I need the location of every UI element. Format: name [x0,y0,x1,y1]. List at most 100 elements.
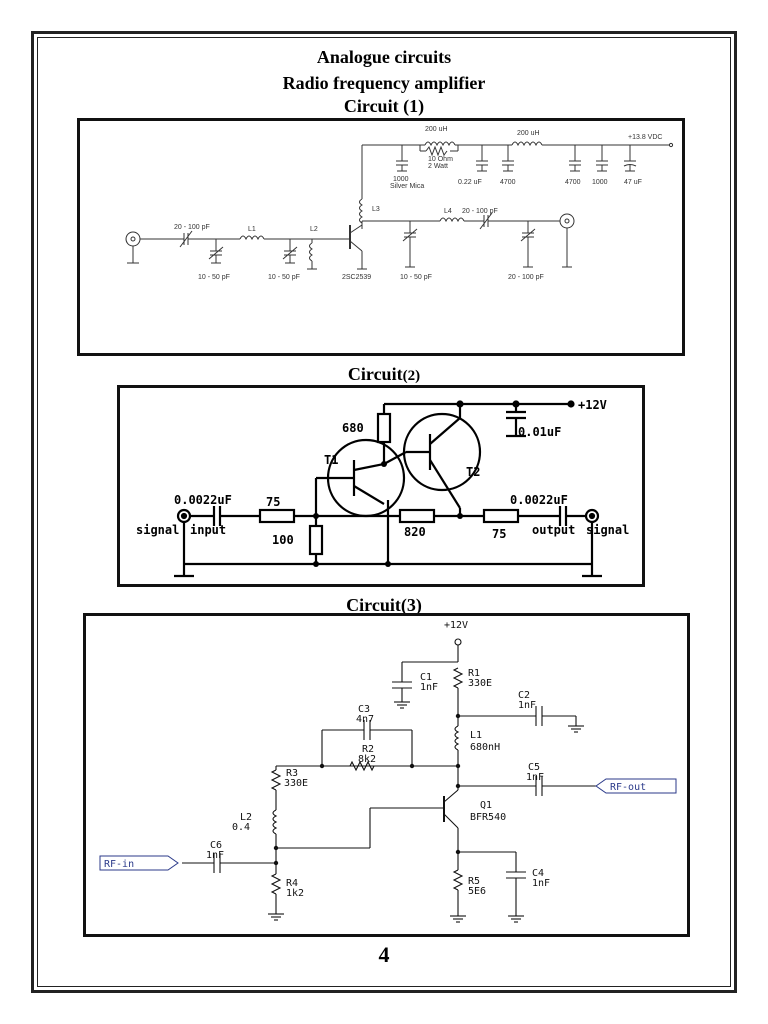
label-r4: R4 [286,878,298,889]
label-2-watt: 2 Watt [428,163,448,170]
label-output: output [532,523,575,537]
label-l1: L1 [470,730,482,741]
label-l4: L4 [444,208,452,215]
label-c2-value: 1nF [518,700,536,711]
label-trim-10-50-c: 10 - 50 pF [400,274,432,281]
resistor-75-out [482,508,520,524]
circuit3-panel: +12V R1 330E C1 1nF C2 1nF C3 4n7 R2 8k2… [83,613,690,937]
label-signal-out: signal [586,523,629,537]
label-q1: Q1 [480,800,492,811]
page-number: 4 [378,942,390,967]
label-l2-value: 0.4 [232,822,250,833]
resistor-820 [398,508,436,524]
label-c001uf: 0.01uF [518,425,561,439]
circuit2-schematic: +12V 680 0.01uF T1 T2 0.0022uF 0.0022uF … [136,398,629,578]
label-c6-value: 1nF [206,850,224,861]
label-plus12v: +12V [578,398,607,412]
resistor-10ohm [425,145,448,157]
label-cap-4700-a: 4700 [500,179,516,186]
rf-in-port [99,855,179,871]
inductor-l3 [359,198,363,224]
label-r2-value: 8k2 [358,754,376,765]
label-trim-20-100-left: 20 - 100 pF [174,224,210,231]
label-r100: 100 [272,533,294,547]
label-t2: T2 [466,465,480,479]
circuit3-heading: Circuit(3) [346,595,422,615]
label-cap-1000-b: 1000 [592,179,608,186]
circuit3-schematic: +12V R1 330E C1 1nF C2 1nF C3 4n7 R2 8k2… [99,620,677,923]
label-c3: C3 [358,704,370,715]
label-cap-022uf: 0.22 uF [458,179,482,186]
circuit1-heading: Circuit (1) [343,96,425,116]
label-q1-value: BFR540 [470,812,506,823]
label-r75-in: 75 [266,495,280,509]
label-l3: L3 [372,206,380,213]
label-r820: 820 [404,525,426,539]
label-rf-out: RF-out [610,782,646,793]
inductor-l2 [272,809,278,835]
resistor-r1 [452,667,464,689]
label-trim-20-100-out: 20 - 100 pF [508,274,544,281]
label-2sc2539: 2SC2539 [342,274,371,281]
label-cap-47uf: 47 uF [624,179,642,186]
label-c5-value: 1nF [526,772,544,783]
inductor-l1 [454,725,460,751]
page-border-inner [37,37,731,987]
page-border-outer [31,31,737,993]
resistor-680 [376,412,392,444]
label-l1-value: 680nH [470,742,500,753]
label-r680: 680 [342,421,364,435]
label-c1-value: 1nF [420,682,438,693]
label-trim-20-100-right: 20 - 100 pF [462,208,498,215]
label-200uh-top: 200 uH [425,126,448,133]
label-c4-value: 1nF [532,878,550,889]
circuit1-panel: 200 uH 10 Ohm 2 Watt 200 uH +13.8 VDC 10… [77,118,685,356]
inductor-l1 [239,235,265,241]
label-cap-4700-b: 4700 [565,179,581,186]
rf-out-port [595,778,677,794]
resistor-r3 [270,769,282,791]
label-rf-in: RF-in [104,859,134,870]
label-13-8vdc: +13.8 VDC [628,134,662,141]
label-l2: L2 [310,226,318,233]
label-r75-out: 75 [492,527,506,541]
label-200uh-right: 200 uH [517,130,540,137]
label-r5: R5 [468,876,480,887]
label-trim-10-50-a: 10 - 50 pF [198,274,230,281]
label-r4-value: 1k2 [286,888,304,899]
label-c-in: 0.0022uF [174,493,232,507]
label-r1-value: 330E [468,678,492,689]
inductor-200uh-top [424,141,456,147]
resistor-r2 [349,760,375,772]
label-c6: C6 [210,840,222,851]
label-r1: R1 [468,668,480,679]
label-r5-value: 5E6 [468,886,486,897]
page-title: Analogue circuits [316,47,452,67]
label-c-out: 0.0022uF [510,493,568,507]
label-signal-in: signal [136,523,179,537]
label-c5: C5 [528,762,540,773]
label-trim-10-50-b: 10 - 50 pF [268,274,300,281]
label-plus12v: +12V [444,620,468,631]
label-silver-mica: Silver Mica [390,183,424,190]
label-r2: R2 [362,744,374,755]
circuit1-schematic: 200 uH 10 Ohm 2 Watt 200 uH +13.8 VDC 10… [125,126,674,281]
label-input: input [190,523,226,537]
label-t1: T1 [324,453,338,467]
circuit2-heading: Circuit(2) [347,364,421,384]
inductor-l4 [439,217,465,223]
label-cap-1000: 1000 [393,176,409,183]
resistor-r4 [270,873,282,895]
circuit2-panel: +12V 680 0.01uF T1 T2 0.0022uF 0.0022uF … [117,385,645,587]
label-l2: L2 [240,812,252,823]
label-c4: C4 [532,868,544,879]
resistor-r5 [452,869,464,891]
label-r3: R3 [286,768,298,779]
inductor-200uh-right [511,141,543,147]
label-l1: L1 [248,226,256,233]
page-subtitle: Radio frequency amplifier [282,73,486,93]
label-10-ohm: 10 Ohm [428,156,453,163]
label-c3-value: 4n7 [356,714,374,725]
label-r3-value: 330E [284,778,308,789]
resistor-75-in [258,508,296,524]
